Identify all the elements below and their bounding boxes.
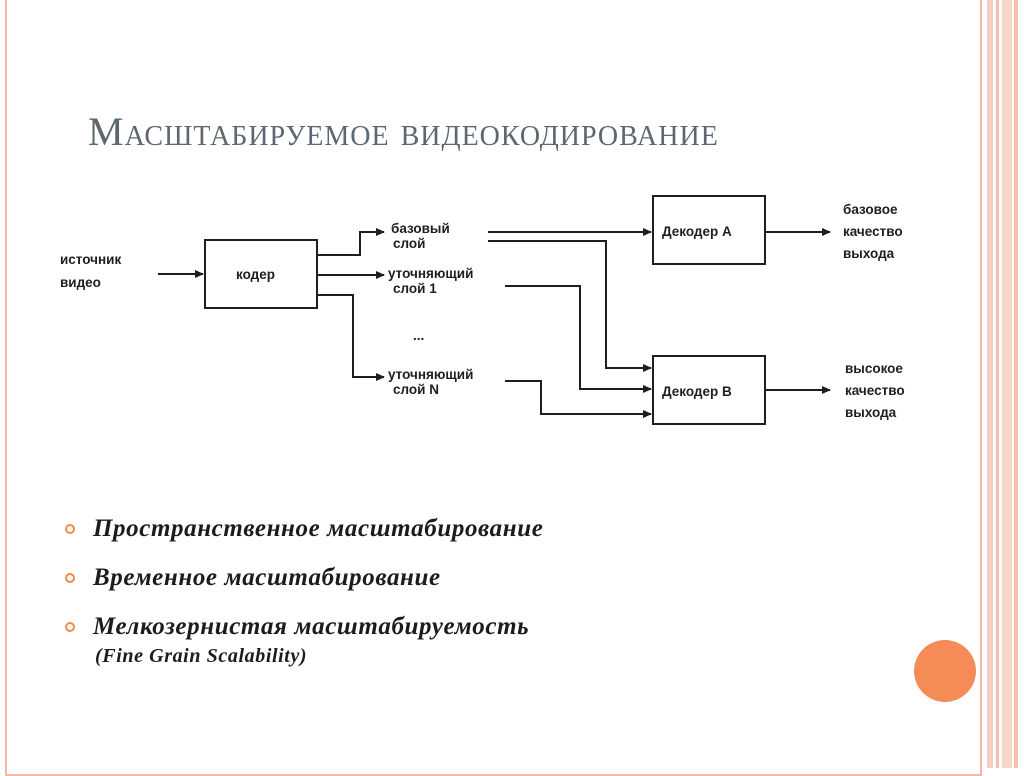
enh1-label-2: слой 1 xyxy=(393,281,437,296)
decoder-b-label: Декодер В xyxy=(662,384,732,399)
bullet-ring-icon xyxy=(65,622,75,632)
right-stripe-1 xyxy=(987,0,993,768)
source-label-1: источник xyxy=(60,252,121,267)
bullet-ring-icon xyxy=(65,524,75,534)
output-b-label-1: высокое xyxy=(845,361,903,376)
enhN-label-1: уточняющий xyxy=(388,367,473,382)
base-layer-label-2: слой xyxy=(393,236,425,251)
base-layer-label-1: базовый xyxy=(391,221,450,236)
slide-title: Масштабируемое видеокодирование xyxy=(88,109,719,154)
output-a-label-2: качество xyxy=(843,224,903,239)
bullet-text: Временное масштабирование xyxy=(93,564,441,591)
enhN-to-decoder-b xyxy=(505,380,652,418)
bullet-item: Мелкозернистая масштабируемость (Fine Gr… xyxy=(63,610,883,668)
bullet-subtext: (Fine Grain Scalability) xyxy=(95,645,308,667)
enhN-label-2: слой N xyxy=(393,382,439,397)
right-stripe-4 xyxy=(1014,0,1018,768)
right-stripe-2 xyxy=(996,0,999,768)
ellipsis-label: ... xyxy=(413,328,424,343)
bullet-text: Пространственное масштабирование xyxy=(93,515,544,542)
enh1-label-1: уточняющий xyxy=(388,266,473,281)
bullet-text: Мелкозернистая масштабируемость xyxy=(93,613,530,640)
enh1-to-decoder-b xyxy=(505,285,652,393)
bullet-ring-icon xyxy=(65,573,75,583)
enhN-layer-arrow xyxy=(317,294,385,381)
source-label-2: видео xyxy=(60,275,101,290)
output-a-label-3: выхода xyxy=(843,246,895,261)
output-b-label-3: выхода xyxy=(845,405,897,420)
base-to-decoder-b xyxy=(488,240,652,372)
bullet-list: Пространственное масштабирование Временн… xyxy=(63,512,883,668)
decorative-circle xyxy=(914,640,976,702)
decoder-a-box xyxy=(652,195,766,265)
encoder-label: кодер xyxy=(236,267,275,282)
bullet-item: Пространственное масштабирование xyxy=(63,512,883,546)
base-layer-arrow xyxy=(317,228,385,256)
output-a-label-1: базовое xyxy=(843,202,898,217)
right-stripe-3 xyxy=(1002,0,1012,768)
bullet-item: Временное масштабирование xyxy=(63,561,883,595)
decoder-a-label: Декодер А xyxy=(662,224,732,239)
output-b-label-2: качество xyxy=(845,383,905,398)
